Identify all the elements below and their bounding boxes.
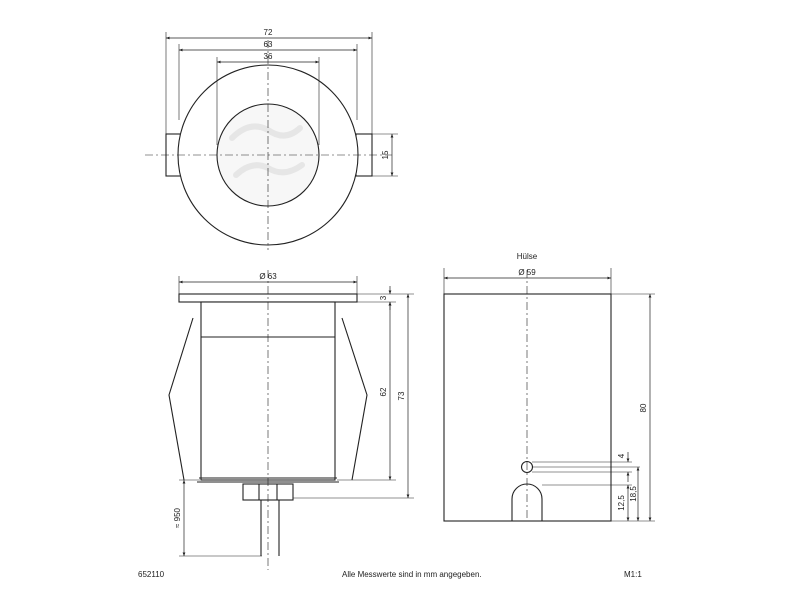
sleeve-hole: [520, 460, 534, 474]
sleeve-body: [443, 293, 612, 522]
dim-cable-length: ≈ 950: [173, 507, 182, 528]
top-dimension-lines: [166, 36, 394, 176]
top-centerlines: [145, 40, 392, 250]
top-extension-lines: [165, 32, 398, 177]
dim-80: 80: [639, 403, 648, 412]
article-number: 652110: [138, 570, 165, 579]
dim-dia-59: Ø 59: [518, 268, 536, 277]
dim-72: 72: [264, 28, 273, 37]
dim-15: 15: [381, 150, 390, 159]
dim-3: 3: [379, 295, 388, 300]
scale-label: M1:1: [624, 570, 642, 579]
measurement-note: Alle Messwerte sind in mm angegeben.: [342, 570, 482, 579]
side-view: [168, 270, 414, 570]
side-extension-lines: [178, 276, 414, 557]
right-spring-clip: [341, 317, 368, 481]
sleeve-title: Hülse: [517, 252, 538, 261]
dim-62: 62: [379, 387, 388, 396]
dim-dia-63: Ø 63: [259, 272, 277, 281]
sleeve-view: [443, 268, 655, 522]
side-dimension-lines: [179, 280, 410, 556]
dim-36: 36: [264, 52, 273, 61]
sleeve-dimension-lines: [444, 276, 652, 521]
dim-63-top: 63: [264, 40, 273, 49]
left-spring-clip: [168, 317, 194, 481]
top-view: [145, 32, 398, 250]
dim-4: 4: [617, 453, 626, 458]
dim-12-5: 12,5: [617, 495, 626, 511]
dim-73: 73: [397, 391, 406, 400]
sleeve-extension-lines: [443, 268, 655, 522]
dim-18-5: 18,5: [629, 486, 638, 502]
